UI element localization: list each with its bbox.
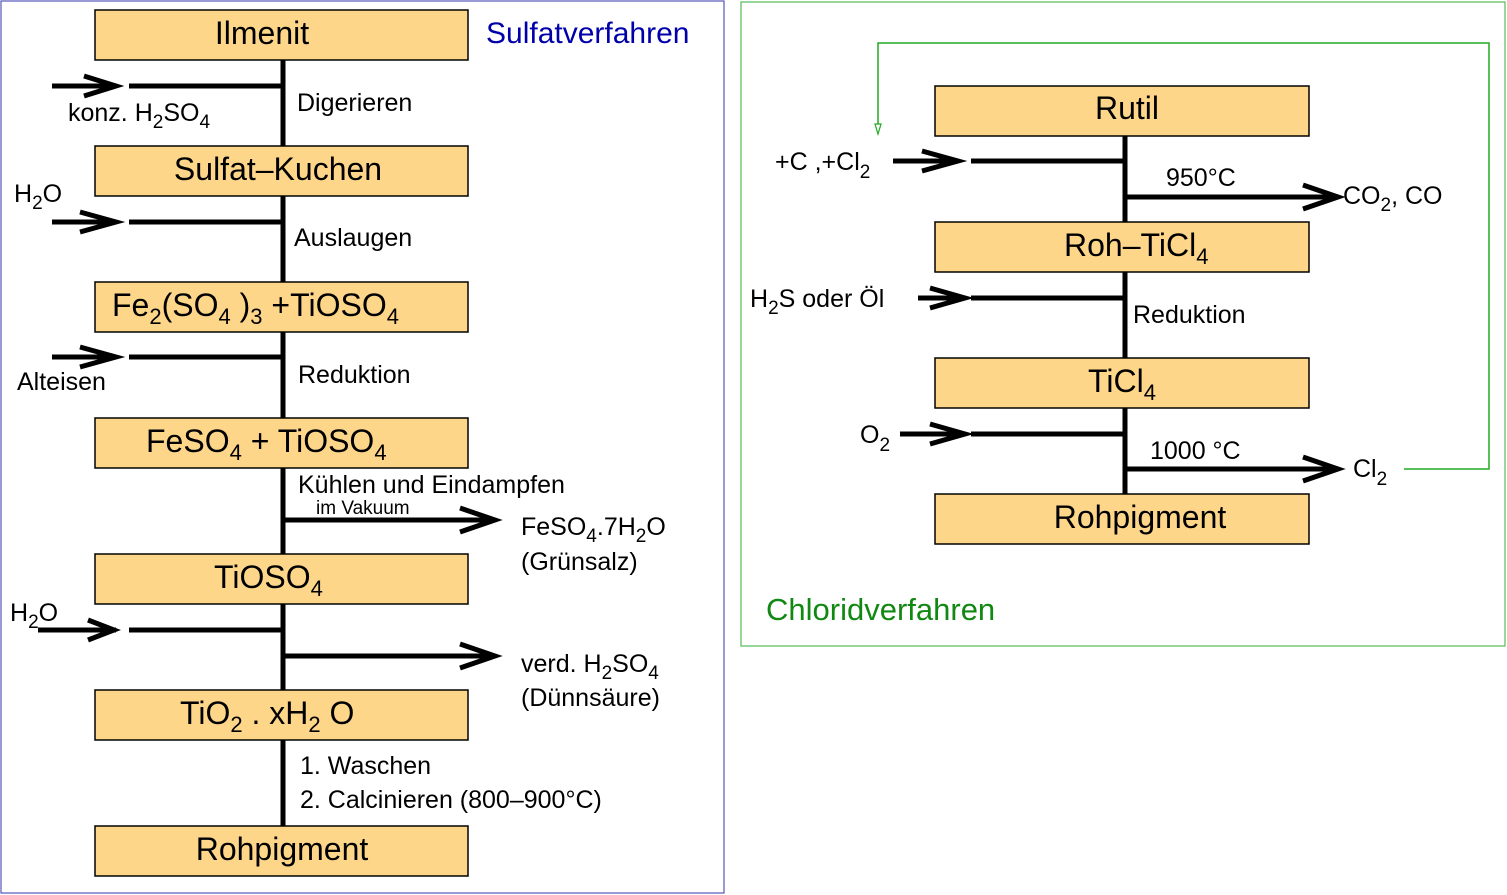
input-o2: O2 [860, 421, 1125, 456]
svg-text:Alteisen: Alteisen [17, 368, 106, 396]
svg-text:TiOSO4: TiOSO4 [214, 559, 323, 601]
arrowhead-icon [929, 285, 975, 311]
svg-text:Rutil: Rutil [1095, 90, 1159, 126]
arrowhead-icon [1302, 454, 1346, 484]
svg-text:O2: O2 [860, 421, 890, 456]
arrowhead-icon [921, 148, 968, 174]
svg-text:verd. H2SO4: verd. H2SO4 [521, 650, 659, 684]
svg-text:TiCl4: TiCl4 [1088, 363, 1156, 405]
svg-text:+C ,+Cl2: +C ,+Cl2 [775, 148, 870, 183]
svg-text:konz. H2SO4: konz. H2SO4 [68, 99, 210, 133]
svg-text:H2S oder Öl: H2S oder Öl [750, 285, 884, 319]
svg-text:FeSO4.7H2O: FeSO4.7H2O [521, 513, 666, 547]
svg-text:Fe2(SO4 )3 +TiOSO4: Fe2(SO4 )3 +TiOSO4 [112, 287, 399, 329]
input-h2s-oel: H2S oder Öl [750, 285, 1125, 319]
box-tio2-xh2o: TiO2 . xH2 O [94, 689, 469, 741]
chlorid-panel: Chloridverfahren Rutil Roh–TiCl4 TiCl4 R… [740, 1, 1506, 647]
svg-text:Roh–TiCl4: Roh–TiCl4 [1064, 227, 1208, 269]
output-duennsaeure: verd. H2SO4 (Dünnsäure) [283, 641, 660, 712]
output-cl2: Cl2 [1125, 454, 1387, 490]
svg-text:(Dünnsäure): (Dünnsäure) [521, 684, 660, 712]
input-h2o-2: H2O [10, 599, 283, 643]
arrowhead-icon [83, 73, 125, 99]
arrowhead-icon [87, 617, 121, 643]
svg-text:(Grünsalz): (Grünsalz) [521, 548, 638, 576]
box-roh-ticl4: Roh–TiCl4 [934, 221, 1310, 273]
box-tioso4: TiOSO4 [94, 553, 469, 605]
box-feso4-tioso4: FeSO4 + TiOSO4 [94, 417, 469, 469]
temp-1000: 1000 °C [1150, 437, 1241, 465]
temp-950: 950°C [1166, 164, 1236, 192]
svg-text:Rohpigment: Rohpigment [196, 831, 369, 867]
step-kuehlen: Kühlen und Eindampfen [298, 471, 565, 499]
box-rohpigment-chlorid: Rohpigment [934, 493, 1310, 545]
step-vakuum: im Vakuum [316, 498, 410, 519]
output-gruensalz: FeSO4.7H2O (Grünsalz) [283, 505, 666, 576]
svg-text:Sulfat–Kuchen: Sulfat–Kuchen [174, 151, 382, 187]
box-ilmenit: Ilmenit [94, 9, 469, 61]
svg-text:H2O: H2O [10, 599, 58, 633]
sulfat-title: Sulfatverfahren [486, 17, 689, 50]
input-h2so4: konz. H2SO4 [52, 73, 283, 133]
svg-text:CO2, CO: CO2, CO [1343, 182, 1442, 216]
svg-text:Rohpigment: Rohpigment [1054, 499, 1227, 535]
arrowhead-icon [459, 505, 503, 535]
box-sulfat-kuchen: Sulfat–Kuchen [94, 145, 469, 197]
input-alteisen: Alteisen [17, 344, 283, 396]
step-auslaugen: Auslaugen [294, 224, 412, 252]
step-calcinieren: 2. Calcinieren (800–900°C) [300, 786, 602, 814]
box-fe2so43-tioso4: Fe2(SO4 )3 +TiOSO4 [94, 281, 469, 333]
box-rohpigment-sulfat: Rohpigment [94, 825, 469, 877]
arrowhead-icon [929, 421, 975, 447]
step-waschen: 1. Waschen [300, 752, 431, 780]
arrowhead-icon [79, 344, 126, 370]
recycle-arrowhead-icon [874, 123, 882, 137]
step-digerieren: Digerieren [297, 89, 412, 117]
arrowhead-icon [79, 209, 126, 235]
svg-text:H2O: H2O [14, 180, 62, 214]
svg-text:Cl2: Cl2 [1353, 455, 1387, 490]
box-rutil: Rutil [934, 85, 1310, 137]
chlorine-recycle-line [874, 42, 1490, 470]
output-co2-co: CO2, CO [1125, 182, 1442, 216]
step-reduktion: Reduktion [298, 361, 411, 389]
input-h2o-1: H2O [14, 180, 283, 235]
input-c-cl2: +C ,+Cl2 [775, 148, 1125, 183]
svg-text:TiO2 . xH2 O: TiO2 . xH2 O [180, 695, 354, 737]
svg-text:FeSO4 + TiOSO4: FeSO4 + TiOSO4 [146, 423, 387, 465]
step-reduktion-chlorid: Reduktion [1133, 301, 1246, 329]
svg-text:Ilmenit: Ilmenit [215, 15, 309, 51]
chlorid-title: Chloridverfahren [766, 592, 995, 627]
sulfat-panel: Sulfatverfahren Ilmenit Sulfat–Kuchen Fe… [0, 0, 725, 894]
arrowhead-icon [1302, 182, 1346, 212]
box-ticl4: TiCl4 [934, 357, 1310, 409]
arrowhead-icon [459, 641, 503, 671]
